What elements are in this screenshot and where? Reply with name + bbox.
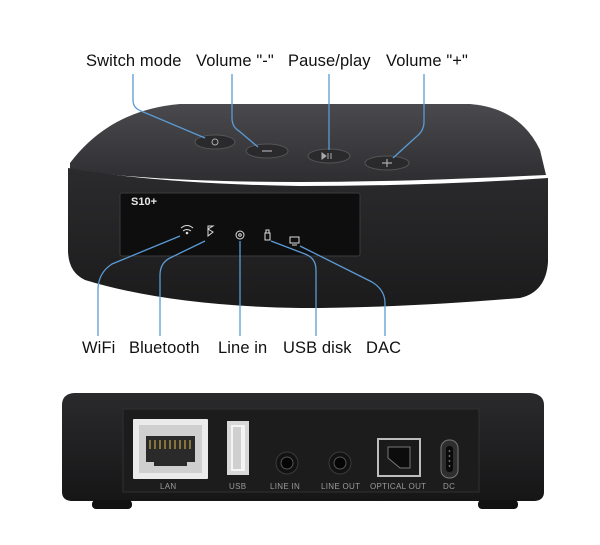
usb-label: USB (229, 482, 247, 491)
device-front-face (68, 168, 548, 308)
line-in-icon (235, 230, 245, 240)
device-top-surface (70, 104, 546, 182)
status-icons (180, 225, 300, 246)
pause-play-label: Pause/play (288, 52, 371, 70)
wifi-label: WiFi (82, 339, 116, 357)
plus-icon (382, 159, 392, 167)
power-icon (211, 138, 219, 146)
usb-disk-label: USB disk (283, 339, 352, 357)
play-pause-icon (321, 152, 332, 160)
volume-minus-label: Volume "-" (196, 52, 274, 70)
optical-out-label: OPTICAL OUT (370, 482, 427, 491)
line-out-port-label: LINE OUT (321, 482, 361, 491)
lan-label: LAN (160, 482, 177, 491)
dac-icon (289, 236, 300, 246)
bluetooth-icon (207, 225, 215, 238)
volume-plus-label: Volume "+" (386, 52, 468, 70)
model-name: S10+ (131, 196, 157, 208)
line-in-label: Line in (218, 339, 268, 357)
bluetooth-label: Bluetooth (129, 339, 200, 357)
dc-port (440, 439, 459, 479)
line-in-port-label: LINE IN (270, 482, 301, 491)
lan-port (133, 419, 208, 479)
pause-play-button (307, 148, 351, 164)
left-foot (92, 500, 132, 509)
line-out-jack (328, 451, 352, 475)
right-foot (478, 500, 518, 509)
wifi-icon (180, 225, 194, 235)
optical-out-port (377, 438, 421, 477)
dac-label: DAC (366, 339, 402, 357)
usb-port (227, 421, 249, 475)
leader-lines-bottom (97, 235, 386, 336)
dc-label: DC (443, 482, 456, 491)
switch-mode-label: Switch mode (86, 52, 182, 70)
line-in-jack (275, 451, 299, 475)
switch-mode-button (194, 134, 236, 150)
usb-disk-icon (264, 229, 271, 241)
rear-device (62, 393, 544, 509)
leader-lines-top (132, 74, 425, 159)
